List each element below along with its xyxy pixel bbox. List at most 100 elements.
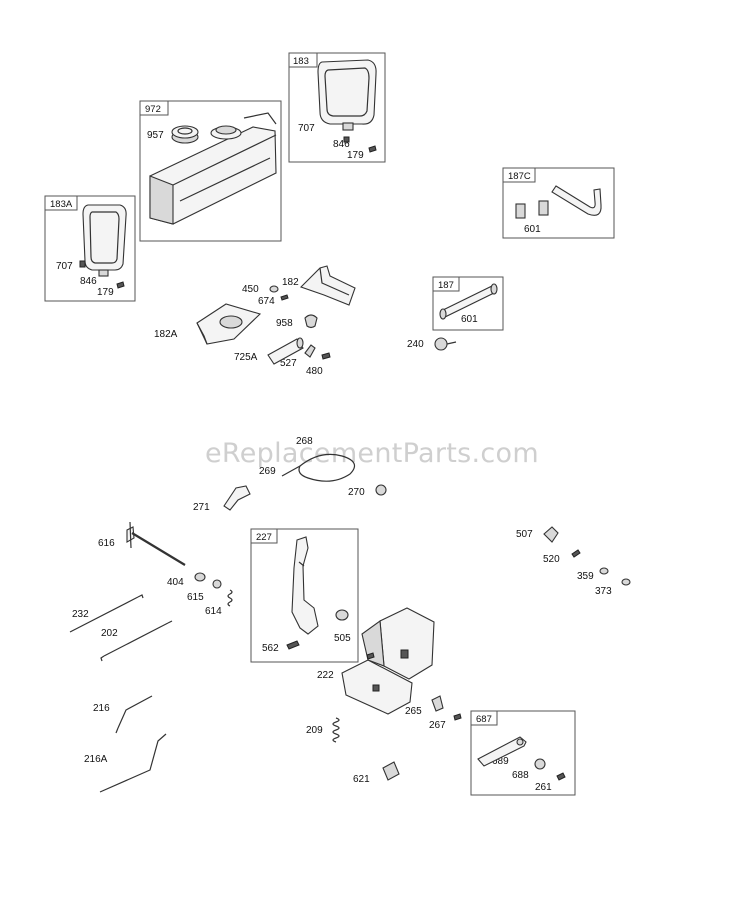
group-183A-frame: [44, 195, 136, 302]
label-562: 562: [262, 643, 279, 654]
part-216A-link: [99, 733, 167, 793]
label-267: 267: [429, 720, 446, 731]
part-958-clamp: [304, 314, 318, 329]
label-527: 527: [280, 358, 297, 369]
label-688: 688: [512, 770, 529, 781]
part-240-valve: [434, 337, 457, 351]
part-222-control-bracket: [341, 607, 435, 715]
bracket-nut: [534, 758, 546, 770]
group-687-tag: [470, 710, 498, 726]
group-183-label: 183: [293, 56, 309, 67]
part-520-screw: [571, 549, 581, 558]
label-269: 269: [259, 466, 276, 477]
part-209-spring: [332, 717, 340, 743]
part-507-clip: [543, 526, 559, 543]
label-261: 261: [535, 782, 552, 793]
group-183A: 183A 707 846 179: [44, 195, 136, 302]
group-972-frame: [139, 100, 282, 242]
label-450: 450: [242, 284, 259, 295]
label-216A: 216A: [84, 754, 108, 765]
label-957: 957: [147, 130, 164, 141]
label-520: 520: [543, 554, 560, 565]
label-689: 689: [492, 756, 509, 767]
bracket-screw: [556, 772, 566, 781]
label-505: 505: [334, 633, 351, 644]
label-614: 614: [205, 606, 222, 617]
label-268: 268: [296, 436, 313, 447]
part-232-link: [69, 594, 144, 633]
part-188-screw: [366, 652, 375, 660]
bracket-plate: [477, 736, 527, 767]
part-216-link: [115, 695, 153, 734]
group-187C-tag: [502, 167, 536, 183]
part-265-clip: [431, 695, 444, 712]
part-614-spring: [227, 589, 233, 607]
part-450-nut: [269, 285, 279, 293]
part-725A-hose: [267, 337, 304, 365]
part-616-shaft: [126, 521, 186, 566]
group-187-label: 187: [438, 280, 454, 291]
label-359: 359: [577, 571, 594, 582]
label-182A: 182A: [154, 329, 178, 340]
part-615-nut: [212, 579, 222, 589]
part-404-washer: [194, 572, 206, 582]
label-615: 615: [187, 592, 204, 603]
label-621: 621: [353, 774, 370, 785]
group-187-frame: [432, 276, 504, 331]
label-182: 182: [282, 277, 299, 288]
part-268-cable: [281, 453, 356, 482]
group-183-frame: [288, 52, 386, 163]
part-182A-bracket: [196, 303, 262, 345]
group-187C-frame: [502, 167, 615, 239]
group-183-tag: [288, 52, 318, 68]
label-265: 265: [405, 706, 422, 717]
label-616: 616: [98, 538, 115, 549]
fuel-line-bent: [515, 185, 602, 219]
group-227-label: 227: [256, 532, 272, 543]
fuel-line-straight: [439, 283, 498, 320]
group-227-tag: [250, 528, 278, 544]
group-687-label: 687: [476, 714, 492, 725]
part-271-lever: [223, 485, 251, 511]
control-lever: [291, 536, 319, 635]
label-232: 232: [72, 609, 89, 620]
label-404: 404: [167, 577, 184, 588]
group-187: 187 601: [432, 276, 504, 331]
part-267-screw: [453, 713, 462, 721]
group-687-frame: [470, 710, 576, 796]
part-270-nut: [375, 484, 387, 496]
label-202: 202: [101, 628, 118, 639]
label-270: 270: [348, 487, 365, 498]
label-846: 846: [333, 139, 350, 150]
part-202-link: [100, 620, 173, 662]
label-674: 674: [258, 296, 275, 307]
label-725A: 725A: [234, 352, 258, 363]
label-707: 707: [298, 123, 315, 134]
group-687: 687 689 688 261: [470, 710, 576, 796]
group-187C: 187C 601: [502, 167, 615, 239]
part-621-block: [382, 761, 400, 781]
label-846-a: 846: [80, 276, 97, 287]
part-674-screw: [280, 294, 289, 301]
label-240: 240: [407, 339, 424, 350]
part-373-nut: [621, 578, 631, 586]
group-187-tag: [432, 276, 460, 292]
group-972-tag: [139, 100, 169, 116]
label-958: 958: [276, 318, 293, 329]
group-227: 227 562 505: [250, 528, 359, 663]
group-227-frame: [250, 528, 359, 663]
group-972-label: 972: [145, 104, 161, 115]
label-222: 222: [317, 670, 334, 681]
group-187C-label: 187C: [508, 171, 531, 182]
label-707-a: 707: [56, 261, 73, 272]
tank-strap-a: [79, 204, 127, 289]
part-480-screw: [321, 352, 331, 360]
watermark: eReplacementParts.com: [205, 438, 539, 469]
fuel-tank: [149, 112, 277, 225]
label-601-c: 601: [524, 224, 541, 235]
label-216: 216: [93, 703, 110, 714]
part-182-bracket: [299, 265, 356, 306]
label-601: 601: [461, 314, 478, 325]
part-359-washer: [599, 567, 609, 575]
part-527-clip: [304, 344, 316, 358]
